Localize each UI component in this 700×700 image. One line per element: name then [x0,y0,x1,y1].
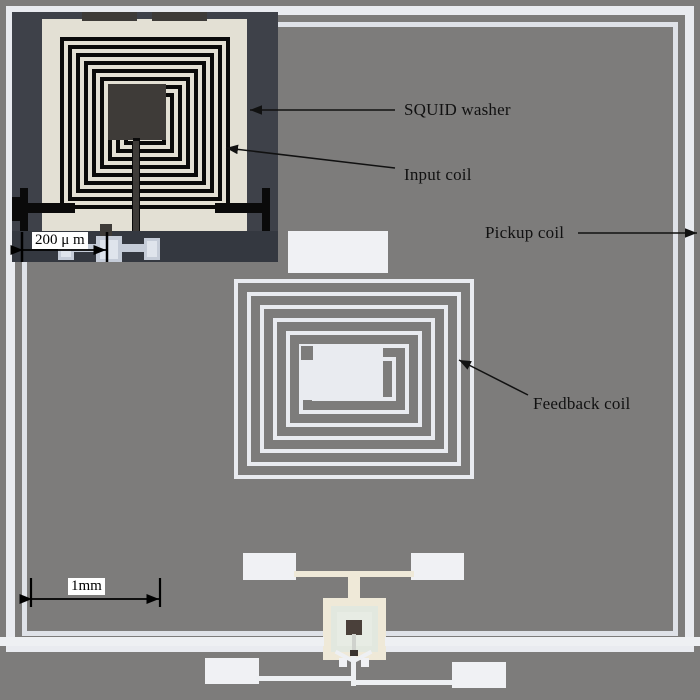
label-squid-washer: SQUID washer [404,100,511,119]
feedback-coil-center-pad [301,346,383,400]
label-feedback-coil: Feedback coil [533,394,631,413]
inset-notch-top-right [152,12,207,21]
trace-top-horizontal [294,571,414,577]
inset-slit-edge-left [132,141,133,231]
inset-micrograph [12,12,278,262]
bond-pad-top-left [243,553,296,580]
label-pickup-coil: Pickup coil [485,223,565,242]
inset-washer-hole [108,84,166,140]
input-coil-turn [84,61,206,185]
trace-bottom-left [256,676,354,681]
chip-slit [352,634,356,654]
inset-junction-arm-right [120,244,144,252]
bond-pad-top-right [411,553,464,580]
inset-slit-edge-right [139,141,140,231]
inset-squid-washer [42,19,247,231]
feedback-coil-turn [260,305,448,453]
inset-junction-pad-right-core [147,241,157,257]
trace-bottom-right [354,680,455,685]
inset-electrode-right-arm [215,203,270,213]
label-input-coil: Input coil [404,165,472,184]
chip-junction [350,650,358,656]
trace-top-vertical [348,575,360,601]
input-coil-turn [76,53,214,193]
inset-electrode-left-arm [20,203,75,213]
lead-center-vertical [351,656,356,686]
scale-bar-200um-text: 200 μ m [32,232,88,249]
lead-left-long [0,637,324,646]
inset-notch-top-left [82,12,137,21]
feedback-coil-turn [286,331,422,427]
input-coil-turn [92,69,198,177]
feedback-coil-turn [273,318,435,440]
scale-bar-1mm-text: 1mm [68,578,105,595]
chip-hole [346,620,362,635]
lead-right-long [385,637,700,646]
bond-pad-bottom-left [205,658,259,684]
feedback-coil-bond-pad [288,231,388,273]
bond-pad-bottom-right [452,662,506,688]
inset-electrode-left-cap [12,197,24,221]
contact-lower-right [361,658,369,667]
inset-slit-exit [100,224,112,238]
feedback-coil-center-notch [301,346,313,360]
input-coil-turn [68,45,222,201]
inset-junction-core [100,240,118,259]
contact-lower-left [339,658,347,667]
input-coil-turn [60,37,230,209]
inset-slit [133,141,139,231]
input-coil-turn [100,77,190,169]
